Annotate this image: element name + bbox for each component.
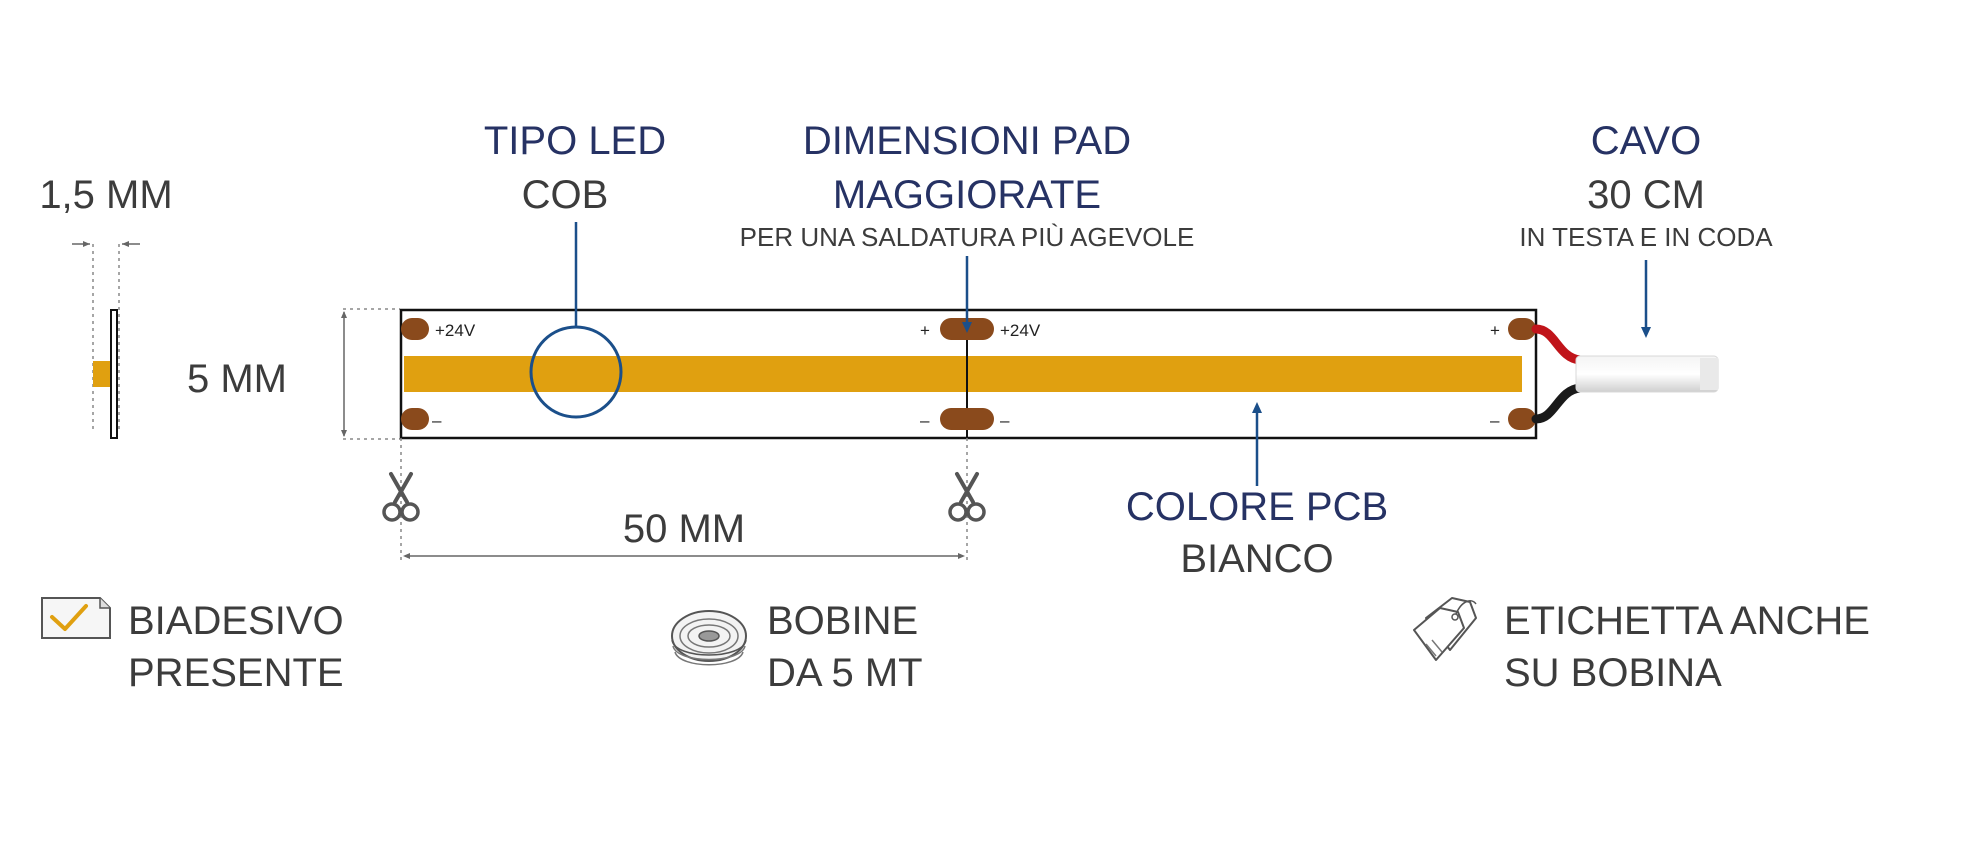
- pad-right-plus: [1508, 318, 1536, 340]
- pad-left-plus: [401, 318, 429, 340]
- side-profile-led: [93, 361, 110, 387]
- pads-callout: DIMENSIONI PAD MAGGIORATE PER UNA SALDAT…: [740, 119, 1195, 333]
- scissors-icon: [382, 472, 420, 522]
- feature-label-line1: ETICHETTA ANCHE: [1504, 599, 1870, 643]
- feature-reels: BOBINE DA 5 MT: [671, 599, 923, 695]
- cut-interval-arrowhead-left: [403, 553, 410, 559]
- width-arrowhead-top: [341, 311, 347, 318]
- led-highlight-circle: [529, 325, 623, 419]
- pad-left-plus-label: +24V: [435, 321, 476, 340]
- width-arrowhead-bottom: [341, 430, 347, 437]
- pads-note: PER UNA SALDATURA PIÙ AGEVOLE: [740, 222, 1195, 252]
- thickness-label: 1,5 MM: [39, 173, 172, 217]
- thickness-arrowhead-left: [83, 241, 90, 247]
- cable-callout: CAVO 30 CM IN TESTA E IN CODA: [1519, 119, 1773, 338]
- pcb-value: BIANCO: [1180, 537, 1333, 581]
- led-type-title: TIPO LED: [484, 119, 666, 163]
- pad-left-minus: [401, 408, 429, 430]
- feature-reels-line1: BOBINE: [767, 599, 918, 643]
- width-label: 5 MM: [187, 357, 287, 401]
- pad-middle-plus-left-label: +: [920, 321, 930, 340]
- red-wire: [1531, 324, 1585, 365]
- cable-arrowhead: [1641, 327, 1651, 338]
- cable-sheath: [1575, 355, 1719, 393]
- thickness-arrowhead-right: [122, 241, 129, 247]
- pad-middle-minus-right-label: –: [1000, 411, 1010, 430]
- cable-sheath-end: [1700, 358, 1718, 390]
- pcb-title: COLORE PCB: [1126, 485, 1388, 529]
- feature-reels-line2: DA 5 MT: [767, 651, 923, 695]
- pad-middle-minus-left-label: –: [920, 411, 930, 430]
- cable-title: CAVO: [1591, 119, 1701, 163]
- pcb-callout: COLORE PCB BIANCO: [1126, 402, 1388, 581]
- pad-right-minus-label: –: [1490, 411, 1500, 430]
- pads-title-line1: DIMENSIONI PAD: [803, 119, 1131, 163]
- black-wire: [1531, 383, 1585, 424]
- feature-adhesive-line1: BIADESIVO: [128, 599, 344, 643]
- cable-value: 30 CM: [1587, 173, 1705, 217]
- pad-right-plus-label: +: [1490, 321, 1500, 340]
- cable-note: IN TESTA E IN CODA: [1519, 222, 1773, 252]
- adhesive-check-icon: [41, 597, 111, 639]
- cut-interval-group: 50 MM: [382, 438, 986, 560]
- cut-interval-label: 50 MM: [623, 507, 745, 551]
- led-type-value: COB: [522, 173, 609, 217]
- pad-right-minus: [1508, 408, 1536, 430]
- reel-icon: [671, 610, 747, 666]
- led-strip: +24V – + +24V – – + –: [399, 308, 1538, 440]
- pads-title-line2: MAGGIORATE: [833, 173, 1101, 217]
- feature-adhesive: BIADESIVO PRESENTE: [41, 597, 344, 695]
- feature-label-line2: SU BOBINA: [1504, 651, 1722, 695]
- strip-side-profile: [110, 309, 118, 439]
- feature-adhesive-line2: PRESENTE: [128, 651, 344, 695]
- scissors-icon: [948, 472, 986, 522]
- cable-assembly: [1531, 324, 1719, 424]
- tag-icon: [1413, 597, 1477, 661]
- feature-label: ETICHETTA ANCHE SU BOBINA: [1413, 597, 1870, 695]
- thickness-group: 1,5 MM: [39, 173, 173, 439]
- cut-interval-arrowhead-right: [958, 553, 965, 559]
- pad-middle-minus: [940, 408, 994, 430]
- pad-left-minus-label: –: [432, 411, 442, 430]
- pad-middle-plus-right-label: +24V: [1000, 321, 1041, 340]
- led-type-callout: TIPO LED COB: [484, 119, 666, 419]
- cob-led-line: [404, 356, 1522, 392]
- width-group: 5 MM: [187, 308, 400, 440]
- pcb-arrowhead: [1252, 402, 1262, 413]
- pads-arrowhead: [962, 322, 972, 333]
